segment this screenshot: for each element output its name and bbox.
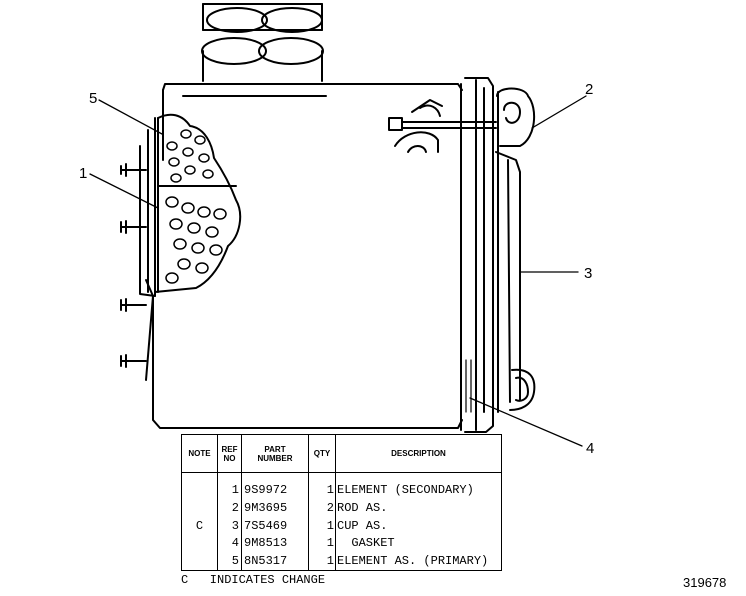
table-row: 1 9S9972 1 ELEMENT (SECONDARY) [181,481,502,500]
table-row: C 3 7S5469 1 CUP AS. [181,516,502,535]
row-part-number: 9M8513 [241,534,309,553]
table-spacer-row [181,472,502,482]
change-footnote: C INDICATES CHANGE [181,573,326,587]
leader-lines [89,95,587,447]
callout-5: 5 [89,90,97,107]
row-note [181,499,218,517]
row-note [181,481,218,500]
figure-number: 319678 [683,575,727,590]
header-part-line2: NUMBER [257,453,293,463]
row-ref: 4 [217,534,242,553]
row-description: CUP AS. [335,516,502,535]
row-part-number: 7S5469 [241,516,309,535]
callout-3: 3 [584,265,592,282]
row-qty: 1 [308,481,336,500]
row-ref: 1 [217,481,242,500]
table-row: 5 8N5317 1 ELEMENT AS. (PRIMARY) [181,552,502,572]
row-part-number: 9M3695 [241,499,309,517]
inlet-pipe [182,3,327,97]
clamp-top [496,87,536,147]
header-note: NOTE [181,434,218,473]
callout-4: 4 [586,440,594,457]
housing-body [152,77,521,433]
row-qty: 1 [308,516,336,535]
row-description: ROD AS. [335,499,502,517]
row-qty: 2 [308,499,336,517]
callout-1: 1 [79,165,87,182]
row-note [181,534,218,553]
header-ref-line2: NO [223,453,236,463]
perforations [165,129,227,284]
row-part-number: 8N5317 [241,552,309,572]
clamp-bottom [509,368,536,411]
row-description: GASKET [335,534,502,553]
header-qty: QTY [308,434,336,473]
row-ref: 2 [217,499,242,517]
row-part-number: 9S9972 [241,481,309,500]
gasket [465,359,472,413]
header-part-line1: PART [264,444,286,454]
row-description: ELEMENT AS. (PRIMARY) [335,552,502,572]
callout-2: 2 [585,81,593,98]
cutaway-view [139,113,242,297]
row-ref: 5 [217,552,242,572]
row-qty: 1 [308,534,336,553]
header-description: DESCRIPTION [335,434,502,473]
row-description: ELEMENT (SECONDARY) [335,481,502,500]
rod-assembly [388,99,497,153]
header-ref-line1: REF [221,444,238,454]
table-row: 4 9M8513 1 GASKET [181,534,502,553]
row-note [181,552,218,572]
row-note: C [181,516,218,535]
row-qty: 1 [308,552,336,572]
row-ref: 3 [217,516,242,535]
table-row: 2 9M3695 2 ROD AS. [181,499,502,517]
